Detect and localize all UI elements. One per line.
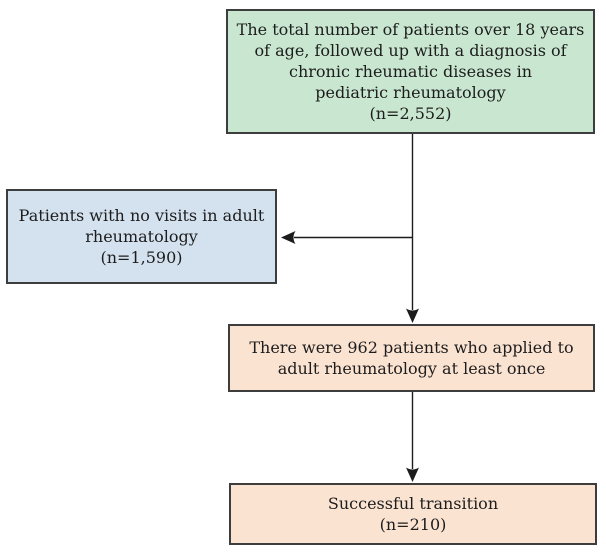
box-text-line: There were 962 patients who applied to [249,338,574,357]
box-text-line: (n=1,590) [100,248,183,267]
box-applied-at-least-once: There were 962 patients who applied to a… [228,324,595,392]
box-text-line: chronic rheumatic diseases in [288,62,533,81]
box-text-line: (n=210) [379,515,447,534]
box-text-line: The total number of patients over 18 yea… [236,20,585,39]
arrowhead-down-icon [406,308,419,323]
arrowhead-down-icon [406,467,419,482]
box-text-line: adult rheumatology at least once [277,359,546,378]
box-text-line: Patients with no visits in adult [18,206,265,225]
box-text-line: rheumatology [85,227,198,246]
box-no-adult-visits: Patients with no visits in adult rheumat… [6,189,277,284]
box-text-line: pediatric rheumatology [315,83,506,102]
box-text-line: Successful transition [327,494,499,513]
box-text-line: of age, followed up with a diagnosis of [254,41,567,60]
arrowhead-left-icon [281,231,296,244]
box-total-patients: The total number of patients over 18 yea… [226,9,595,134]
box-text-line: (n=2,552) [369,104,452,123]
box-successful-transition: Successful transition (n=210) [229,483,597,545]
